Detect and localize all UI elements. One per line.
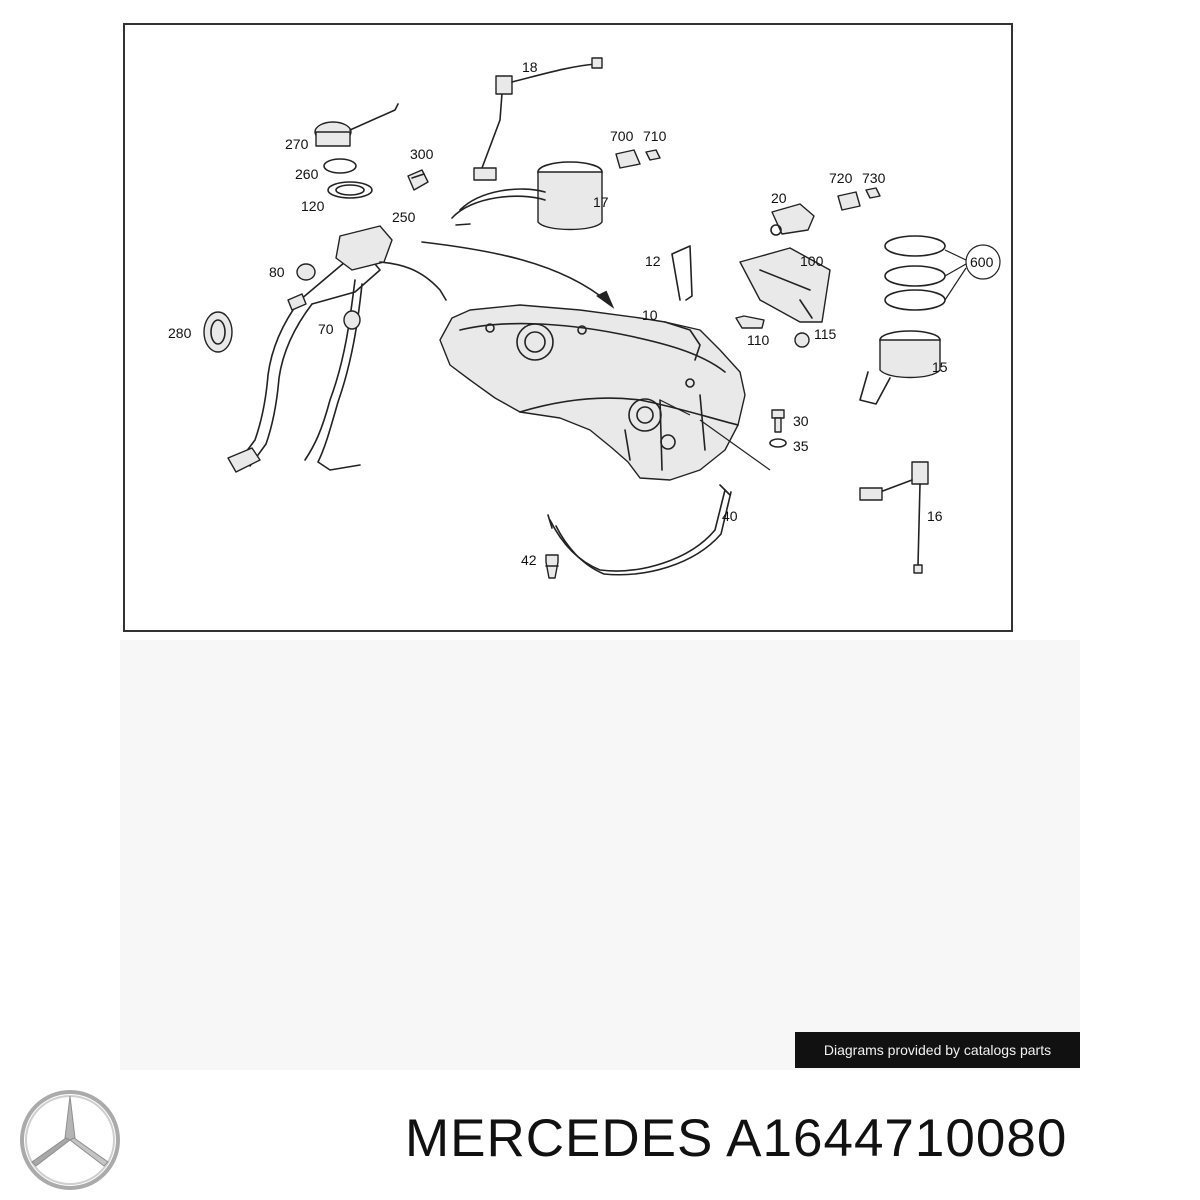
cap-seal <box>323 158 357 174</box>
callout-260: 260 <box>295 166 319 182</box>
strap-bolt <box>545 554 559 579</box>
callout-17: 17 <box>593 194 609 210</box>
filler-ring <box>203 311 233 353</box>
bolt-110 <box>735 315 765 329</box>
bolt-30 <box>771 409 785 433</box>
callout-80: 80 <box>269 264 285 280</box>
pump-module <box>451 161 603 231</box>
assembly-arrow <box>421 241 615 309</box>
callout-18: 18 <box>522 59 538 75</box>
connector-700-710 <box>615 149 661 169</box>
callout-120: 120 <box>301 198 325 214</box>
callout-10: 10 <box>642 307 658 323</box>
callout-300: 300 <box>410 146 434 162</box>
filler-gasket <box>327 181 373 199</box>
callout-700: 700 <box>610 128 634 144</box>
callout-12: 12 <box>645 253 661 269</box>
callout-110: 110 <box>747 332 770 348</box>
connector-720-730 <box>837 187 881 211</box>
callout-42: 42 <box>521 552 537 568</box>
callout-730: 730 <box>862 170 886 186</box>
callout-280: 280 <box>168 325 192 341</box>
seal-kit-600 <box>884 235 1001 311</box>
grommet-300 <box>407 169 429 191</box>
callout-600: 600 <box>970 254 994 270</box>
callout-250: 250 <box>392 209 416 225</box>
pump-15 <box>859 330 941 405</box>
fuel-tank <box>439 304 746 481</box>
callout-115: 115 <box>814 326 837 342</box>
grommet-80 <box>296 263 316 281</box>
level-sensor-18 <box>473 57 603 181</box>
callout-35: 35 <box>793 438 809 454</box>
callout-20: 20 <box>771 190 787 206</box>
tank-strap <box>547 484 732 576</box>
nut-115 <box>794 332 810 348</box>
callout-15: 15 <box>932 359 948 375</box>
callout-30: 30 <box>793 413 809 429</box>
callout-270: 270 <box>285 136 309 152</box>
callout-100: 100 <box>800 253 824 269</box>
bracket-12 <box>671 245 693 301</box>
callout-16: 16 <box>927 508 943 524</box>
callout-720: 720 <box>829 170 853 186</box>
mercedes-star-icon <box>20 1090 120 1190</box>
pressure-sensor-20 <box>770 203 815 236</box>
page-title: MERCEDES A1644710080 <box>405 1109 1068 1168</box>
washer-35 <box>769 438 787 448</box>
callout-40: 40 <box>722 508 738 524</box>
fuel-cap <box>314 103 399 147</box>
callout-710: 710 <box>643 128 667 144</box>
heat-shield <box>739 247 831 323</box>
credit-badge: Diagrams provided by catalogs parts <box>795 1032 1080 1068</box>
grommet-70 <box>343 310 361 330</box>
level-sensor-16 <box>859 461 929 574</box>
callout-70: 70 <box>318 321 334 337</box>
canvas-background <box>120 640 1080 1070</box>
